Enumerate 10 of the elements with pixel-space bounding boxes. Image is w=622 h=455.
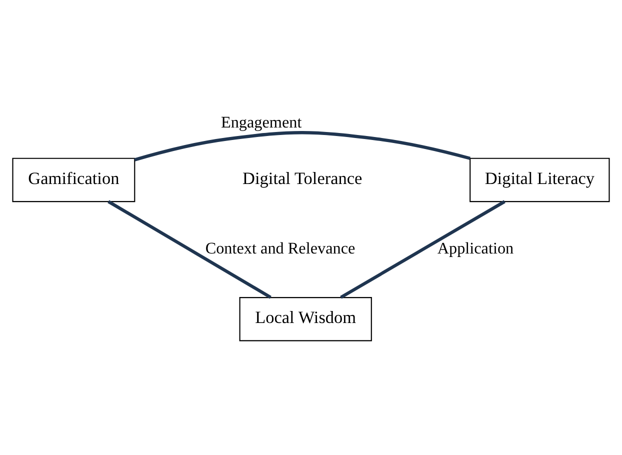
connector xyxy=(134,131,470,162)
node-box: Digital Literacy xyxy=(470,158,610,202)
edge-label: Application xyxy=(437,240,514,258)
edge-label: Context and Relevance xyxy=(205,240,356,258)
label: Digital Tolerance xyxy=(242,169,362,188)
edge-label: Engagement xyxy=(220,114,302,132)
connector xyxy=(108,200,272,299)
node-box: Gamification xyxy=(12,158,136,202)
connector xyxy=(340,200,506,299)
node-box: Local Wisdom xyxy=(239,297,372,342)
